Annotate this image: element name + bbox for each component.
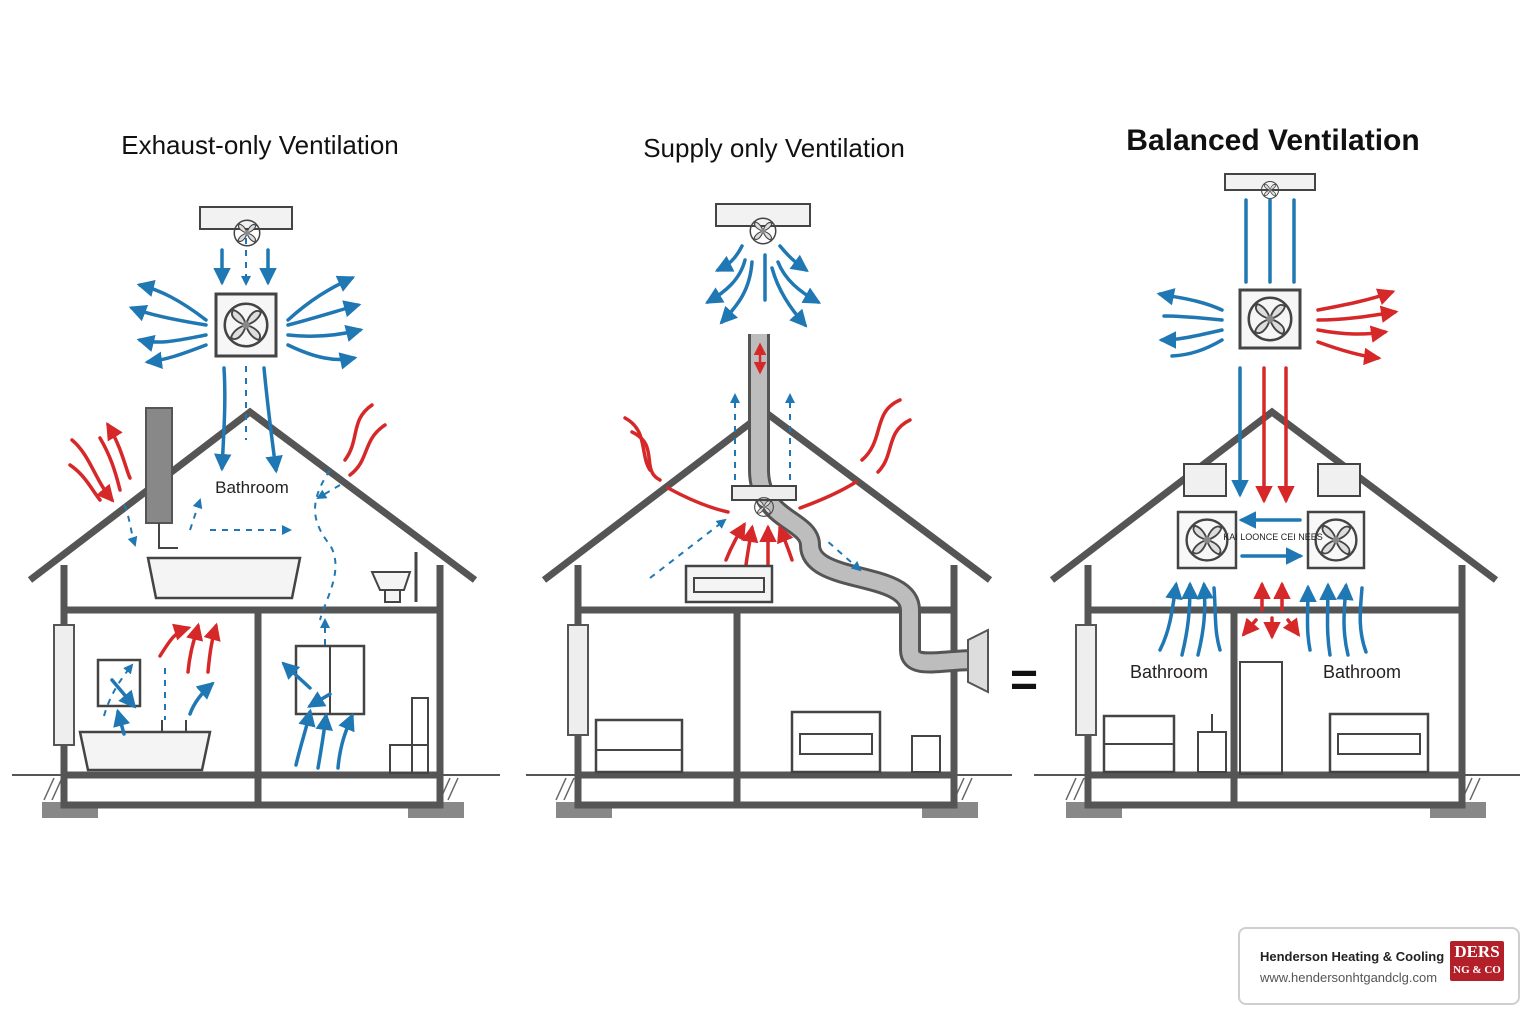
bathroom-label-left: Bathroom: [1130, 662, 1208, 682]
balanced-panel: KAI LOONCE CEI NEES Bathroom Bathroom: [1034, 173, 1520, 818]
brand-logo-line2: NG & CO: [1453, 964, 1501, 976]
bathroom-label-right: Bathroom: [1323, 662, 1401, 682]
heat-exchanger-label: KAI LOONCE CEI NEES: [1223, 532, 1323, 542]
brand-url[interactable]: www.hendersonhtgandclg.com: [1260, 970, 1438, 985]
panel-title-balanced: Balanced Ventilation: [1126, 124, 1419, 157]
exhaust-panel: Bathroom: [12, 206, 500, 818]
equals-symbol: =: [1010, 654, 1038, 707]
bathroom-label: Bathroom: [215, 478, 289, 497]
supply-panel: [526, 203, 1012, 818]
panel-title-supply: Supply only Ventilation: [643, 133, 905, 163]
brand-card: Henderson Heating & Cooling www.henderso…: [1238, 927, 1520, 1005]
brand-logo: DERS NG & CO: [1450, 941, 1504, 981]
brand-name: Henderson Heating & Cooling: [1260, 949, 1445, 964]
panel-title-exhaust: Exhaust-only Ventilation: [121, 130, 399, 160]
brand-logo-line1: DERS: [1454, 942, 1500, 961]
